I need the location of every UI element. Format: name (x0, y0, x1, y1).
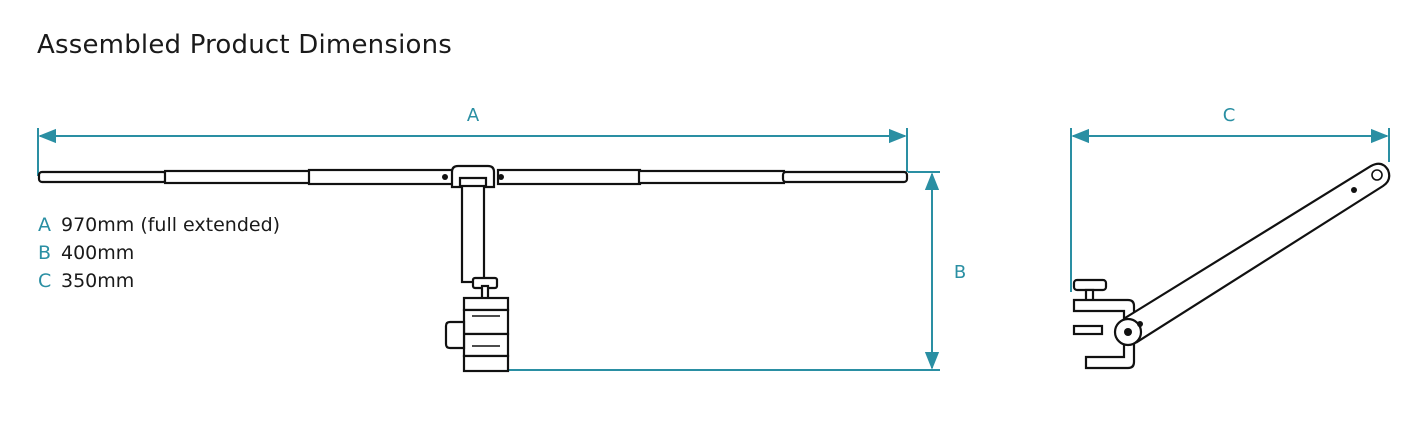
side-knob (444, 320, 466, 350)
t-joint (450, 164, 496, 189)
legend-row-b: B 400mm (38, 239, 280, 267)
bar-section-6 (781, 170, 909, 184)
bar-screw-left (442, 174, 448, 180)
dimension-a: A (37, 105, 908, 176)
side-clamp-knob (1072, 278, 1108, 292)
legend-row-a: A 970mm (full extended) (38, 211, 280, 239)
legend-key-a: A (38, 214, 51, 236)
side-view-mount (1072, 162, 1391, 370)
legend-value-c: 350mm (61, 270, 135, 292)
bar-screw-right (498, 174, 504, 180)
clamp-lower-body (462, 332, 510, 358)
dimension-c: C (1070, 105, 1390, 292)
legend-value-a: 970mm (full extended) (61, 214, 281, 236)
side-c-clamp (1072, 298, 1136, 370)
dimension-legend: A 970mm (full extended) B 400mm C 350mm (38, 211, 280, 295)
bar-section-2 (163, 169, 312, 185)
dimension-b-label: B (954, 262, 966, 283)
front-mount (444, 164, 510, 373)
side-arm-screw-lower (1137, 321, 1143, 327)
legend-key-c: C (38, 270, 52, 292)
clamp-body (462, 308, 510, 336)
side-clamp-pad (1072, 324, 1104, 336)
clamp-bottom-jaw (462, 354, 510, 373)
dimension-b: B (508, 171, 966, 371)
legend-value-b: 400mm (61, 242, 135, 264)
clamp-top-jaw (462, 296, 510, 312)
legend-row-c: C 350mm (38, 267, 280, 295)
side-arm-end-hole (1371, 169, 1383, 181)
side-arm (1123, 162, 1391, 344)
bar-section-3 (307, 168, 456, 186)
legend-key-b: B (38, 242, 52, 264)
page-title: Assembled Product Dimensions (37, 30, 453, 60)
bar-section-4 (496, 168, 642, 186)
bar-section-5 (637, 169, 786, 185)
dimension-c-label: C (1223, 105, 1236, 126)
bar-section-1 (37, 170, 168, 184)
telescopic-bar (37, 168, 909, 186)
vertical-post (460, 184, 486, 284)
dimension-a-label: A (467, 105, 480, 126)
side-arm-screw-upper (1351, 187, 1357, 193)
side-pivot-screw (1124, 328, 1132, 336)
